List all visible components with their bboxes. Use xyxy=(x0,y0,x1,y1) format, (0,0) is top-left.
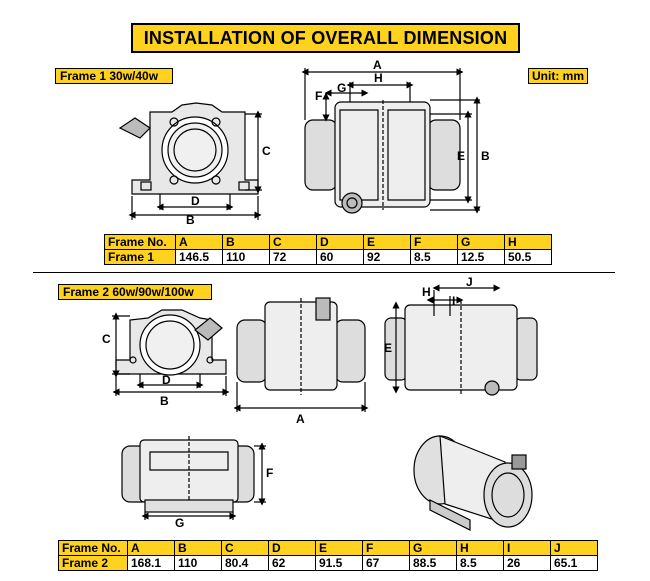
frame1-dim-d: D xyxy=(191,194,200,208)
table-header-cell: C xyxy=(221,540,269,556)
frame2-dim-d: D xyxy=(162,373,171,387)
frame2-dim-h: H xyxy=(422,285,431,299)
table-header-cell: G xyxy=(409,540,457,556)
table-header-cell: J xyxy=(550,540,598,556)
frame1-dim-c: C xyxy=(262,144,271,158)
table-cell: 146.5 xyxy=(175,249,223,265)
table-cell: 92 xyxy=(363,249,411,265)
frame2-dimension-table: Frame No. A B C D E F G H I J Frame 2 16… xyxy=(58,540,598,571)
table-header-cell: Frame No. xyxy=(58,540,128,556)
table-header-cell: D xyxy=(316,234,364,250)
frame2-dim-f: F xyxy=(266,466,273,480)
table-cell: 60 xyxy=(316,249,364,265)
table-header-cell: F xyxy=(410,234,458,250)
frame2-dim-g: G xyxy=(175,516,184,530)
frame2-dim-i: I xyxy=(452,294,455,308)
frame2-side-view xyxy=(112,309,230,396)
frame2-dim-a: A xyxy=(296,412,305,426)
frame2-front-view xyxy=(233,297,369,412)
table-row: Frame 2 168.1 110 80.4 62 91.5 67 88.5 8… xyxy=(58,555,598,571)
table-header-cell: I xyxy=(503,540,551,556)
table-header-cell: H xyxy=(504,234,552,250)
frame2-dim-j: J xyxy=(466,275,473,289)
table-header-cell: C xyxy=(269,234,317,250)
frame1-label: Frame 1 30w/40w xyxy=(55,68,173,84)
frame1-dim-e: E xyxy=(457,149,465,163)
frame1-dim-f: F xyxy=(315,89,322,103)
table-header-cell: D xyxy=(268,540,316,556)
section-divider xyxy=(33,272,615,273)
table-header-cell: Frame No. xyxy=(104,234,176,250)
table-cell: 8.5 xyxy=(456,555,504,571)
frame1-dim-a: A xyxy=(373,58,382,72)
table-cell: 67 xyxy=(362,555,410,571)
frame2-dim-b: B xyxy=(160,394,169,408)
table-cell: 12.5 xyxy=(457,249,505,265)
table-cell: 110 xyxy=(222,249,270,265)
table-header-cell: B xyxy=(222,234,270,250)
page-title: INSTALLATION OF OVERALL DIMENSION xyxy=(131,23,520,53)
table-header-row: Frame No. A B C D E F G H I J xyxy=(58,540,598,556)
table-header-cell: B xyxy=(174,540,222,556)
table-header-cell: A xyxy=(175,234,223,250)
table-cell: 88.5 xyxy=(409,555,457,571)
table-cell: 72 xyxy=(269,249,317,265)
frame2-dim-e: E xyxy=(384,341,392,355)
table-header-cell: G xyxy=(457,234,505,250)
table-row-label: Frame 2 xyxy=(58,555,128,571)
table-header-row: Frame No. A B C D E F G H xyxy=(104,234,552,250)
frame1-dimension-table: Frame No. A B C D E F G H Frame 1 146.5 … xyxy=(104,234,552,265)
table-cell: 91.5 xyxy=(315,555,363,571)
frame2-label: Frame 2 60w/90w/100w xyxy=(58,284,212,300)
table-header-cell: E xyxy=(315,540,363,556)
table-header-cell: E xyxy=(363,234,411,250)
table-header-cell: H xyxy=(456,540,504,556)
unit-label: Unit: mm xyxy=(528,68,588,84)
table-cell: 62 xyxy=(268,555,316,571)
table-row-label: Frame 1 xyxy=(104,249,176,265)
table-cell: 168.1 xyxy=(127,555,175,571)
frame1-dim-g: G xyxy=(337,81,346,95)
table-header-cell: F xyxy=(362,540,410,556)
frame1-dim-b-top: B xyxy=(481,149,490,163)
frame1-top-view xyxy=(301,68,481,214)
table-cell: 26 xyxy=(503,555,551,571)
frame1-dim-h: H xyxy=(374,71,383,85)
table-header-cell: A xyxy=(127,540,175,556)
frame1-side-view xyxy=(118,102,262,220)
table-cell: 8.5 xyxy=(410,249,458,265)
frame2-top-view xyxy=(384,284,538,396)
table-cell: 110 xyxy=(174,555,222,571)
frame2-end-view xyxy=(121,436,266,520)
frame1-dim-b-side: B xyxy=(186,213,195,227)
table-row: Frame 1 146.5 110 72 60 92 8.5 12.5 50.5 xyxy=(104,249,552,265)
frame2-iso-view xyxy=(413,435,533,531)
frame2-dim-c: C xyxy=(102,332,111,346)
table-cell: 65.1 xyxy=(550,555,598,571)
table-cell: 50.5 xyxy=(504,249,552,265)
table-cell: 80.4 xyxy=(221,555,269,571)
